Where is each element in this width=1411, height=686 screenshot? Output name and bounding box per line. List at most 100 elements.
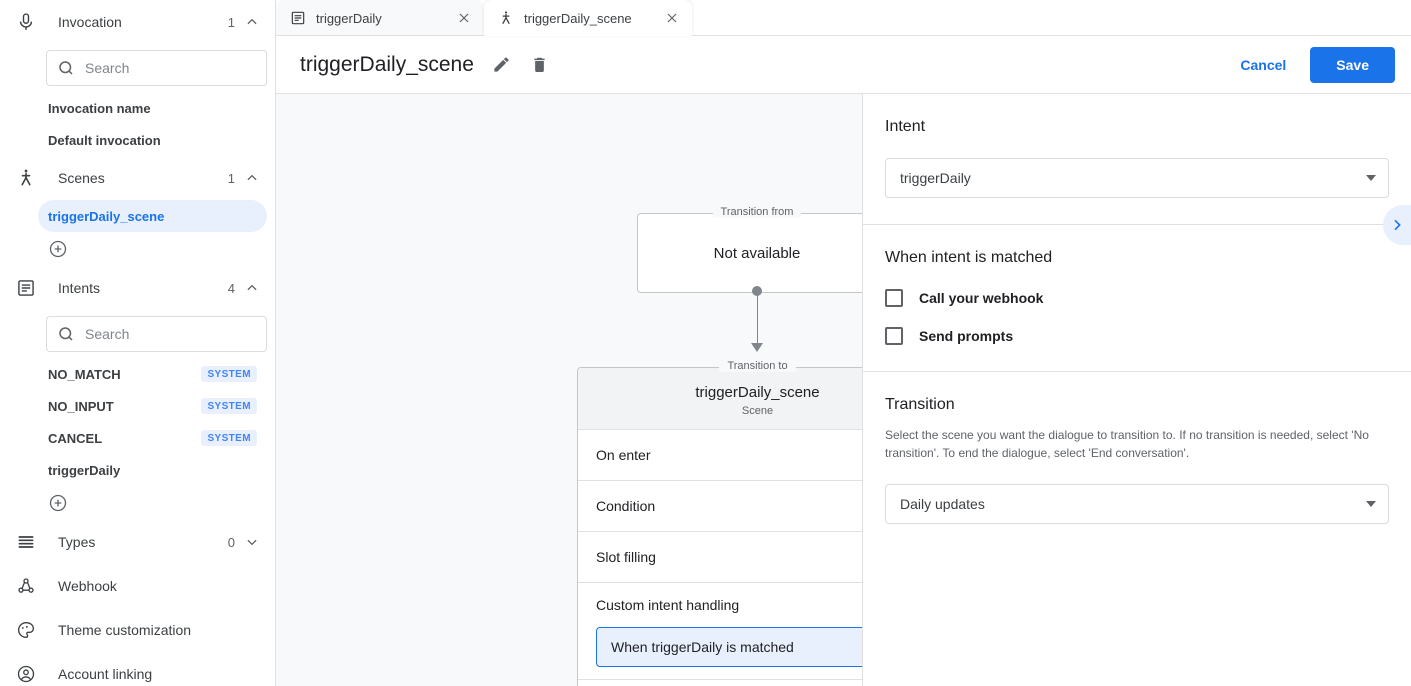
page-title: triggerDaily_scene	[300, 52, 474, 76]
transition-select-value: Daily updates	[900, 496, 985, 512]
chevron-down-icon	[1366, 175, 1376, 181]
search-icon	[59, 327, 73, 341]
sidebar-item-label: Theme customization	[58, 622, 192, 638]
scene-node-title: triggerDaily_scene	[695, 384, 820, 401]
sidebar-group-label: Scenes	[58, 170, 105, 186]
sidebar-group-scenes[interactable]: Scenes 1	[0, 156, 275, 200]
transition-select[interactable]: Daily updates	[885, 484, 1389, 524]
chevron-up-icon[interactable]	[245, 15, 259, 29]
sidebar-item-label: Invocation name	[48, 100, 151, 116]
sidebar-item-label: NO_INPUT	[48, 398, 114, 414]
scene-icon	[498, 10, 514, 26]
cancel-button[interactable]: Cancel	[1226, 48, 1300, 82]
sidebar-item-triggerdaily-scene[interactable]: triggerDaily_scene	[38, 200, 267, 232]
scene-node-subtitle: Scene	[741, 405, 774, 417]
sidebar-item-label: triggerDaily_scene	[48, 208, 165, 224]
intents-search-box[interactable]	[46, 316, 267, 352]
scene-row-system-intent-handling[interactable]: System intent handling +	[578, 680, 862, 686]
sidebar-item-webhook[interactable]: Webhook	[0, 564, 275, 608]
intent-section-title: Intent	[885, 118, 926, 135]
edge-vertical	[757, 291, 758, 349]
scene-node[interactable]: Transition to triggerDaily_scene Scene O…	[577, 360, 862, 686]
scene-graph-canvas[interactable]: Transition from Not available Transition…	[276, 94, 862, 686]
scene-row-condition[interactable]: Condition +	[578, 481, 862, 532]
invocation-search-input[interactable]	[85, 60, 256, 76]
sidebar-item-cancel[interactable]: CANCEL SYSTEM	[38, 422, 267, 454]
sidebar-item-no-input[interactable]: NO_INPUT SYSTEM	[38, 390, 267, 422]
intents-search-input[interactable]	[85, 326, 256, 342]
properties-panel: Intent triggerDaily When intent is match…	[862, 94, 1411, 686]
transition-description: Select the scene you want the dialogue t…	[885, 428, 1369, 460]
chevron-down-icon[interactable]	[245, 535, 259, 549]
sidebar-group-count: 1	[227, 14, 235, 30]
pencil-icon[interactable]	[492, 55, 512, 75]
status-badge: SYSTEM	[201, 398, 257, 414]
sidebar-group-types[interactable]: Types 0	[0, 520, 275, 564]
chevron-up-icon[interactable]	[245, 171, 259, 185]
intent-section: Intent triggerDaily	[863, 94, 1411, 225]
add-intent-row	[0, 486, 275, 520]
sidebar-item-theme-customization[interactable]: Theme customization	[0, 608, 275, 652]
checkbox-label: Send prompts	[919, 328, 1014, 344]
sidebar-group-intents[interactable]: Intents 4	[0, 266, 275, 310]
intent-icon	[290, 10, 306, 26]
sidebar-item-invocation-name[interactable]: Invocation name	[38, 92, 267, 124]
sidebar-group-count: 1	[227, 170, 235, 186]
sidebar-item-triggerdaily[interactable]: triggerDaily	[38, 454, 267, 486]
add-intent-icon[interactable]	[48, 493, 68, 513]
tab-triggerdaily-scene[interactable]: triggerDaily_scene	[484, 0, 692, 36]
webhook-icon	[14, 574, 38, 598]
intent-handler-item[interactable]: When triggerDaily is matched	[596, 627, 862, 667]
sidebar-item-label: NO_MATCH	[48, 366, 121, 382]
add-scene-row	[0, 232, 275, 266]
save-button[interactable]: Save	[1310, 46, 1395, 83]
scene-row-custom-intent-handling[interactable]: Custom intent handling +	[578, 583, 862, 627]
sidebar-item-label: Webhook	[58, 578, 117, 594]
sidebar-item-label: Account linking	[58, 666, 153, 682]
scene-icon	[14, 166, 38, 190]
close-icon[interactable]	[664, 10, 680, 26]
status-badge: SYSTEM	[201, 366, 257, 382]
custom-intent-handler-wrap: When triggerDaily is matched	[578, 627, 862, 680]
tab-triggerdaily[interactable]: triggerDaily	[276, 0, 484, 36]
scene-node-header: triggerDaily_scene Scene	[578, 368, 862, 430]
scene-row-label: Condition	[596, 498, 656, 514]
sidebar-group-count: 0	[227, 534, 235, 550]
sidebar-item-account-linking[interactable]: Account linking	[0, 652, 275, 686]
sidebar-group-label: Intents	[58, 280, 101, 296]
editor-body: Transition from Not available Transition…	[276, 94, 1411, 686]
chevron-right-icon	[1394, 219, 1401, 231]
sidebar-item-no-match[interactable]: NO_MATCH SYSTEM	[38, 358, 267, 390]
checkbox-box[interactable]	[885, 327, 903, 345]
checkbox-send-prompts[interactable]: Send prompts	[885, 327, 1389, 345]
checkbox-call-your-webhook[interactable]: Call your webhook	[885, 289, 1389, 307]
scene-row-label: Slot filling	[596, 549, 656, 565]
panel-collapse-button[interactable]	[1383, 205, 1411, 245]
transition-from-node[interactable]: Transition from Not available	[637, 206, 862, 293]
close-icon[interactable]	[456, 10, 472, 26]
intent-select-value: triggerDaily	[900, 170, 971, 186]
trash-icon[interactable]	[530, 55, 550, 75]
sidebar-group-invocation[interactable]: Invocation 1	[0, 0, 275, 44]
invocation-search-box[interactable]	[46, 50, 267, 86]
transition-section-title: Transition	[885, 396, 955, 413]
scene-row-label: Custom intent handling	[596, 597, 740, 613]
scene-row-slot-filling[interactable]: Slot filling +	[578, 532, 862, 583]
palette-icon	[14, 618, 38, 642]
sidebar-item-default-invocation[interactable]: Default invocation	[38, 124, 267, 156]
add-scene-icon[interactable]	[48, 239, 68, 259]
chevron-down-icon	[1366, 501, 1376, 507]
intents-icon	[14, 276, 38, 300]
sidebar-group-label: Invocation	[58, 14, 122, 30]
scene-row-on-enter[interactable]: On enter +	[578, 430, 862, 481]
intent-select[interactable]: triggerDaily	[885, 158, 1389, 198]
chevron-up-icon[interactable]	[245, 281, 259, 295]
checkbox-label: Call your webhook	[919, 290, 1044, 306]
checkbox-box[interactable]	[885, 289, 903, 307]
when-intent-matched-title: When intent is matched	[885, 249, 1053, 266]
when-intent-matched-section: When intent is matched Call your webhook…	[863, 225, 1411, 372]
sidebar-item-label: Default invocation	[48, 132, 161, 148]
microphone-icon	[14, 10, 38, 34]
tab-label: triggerDaily	[316, 10, 382, 26]
